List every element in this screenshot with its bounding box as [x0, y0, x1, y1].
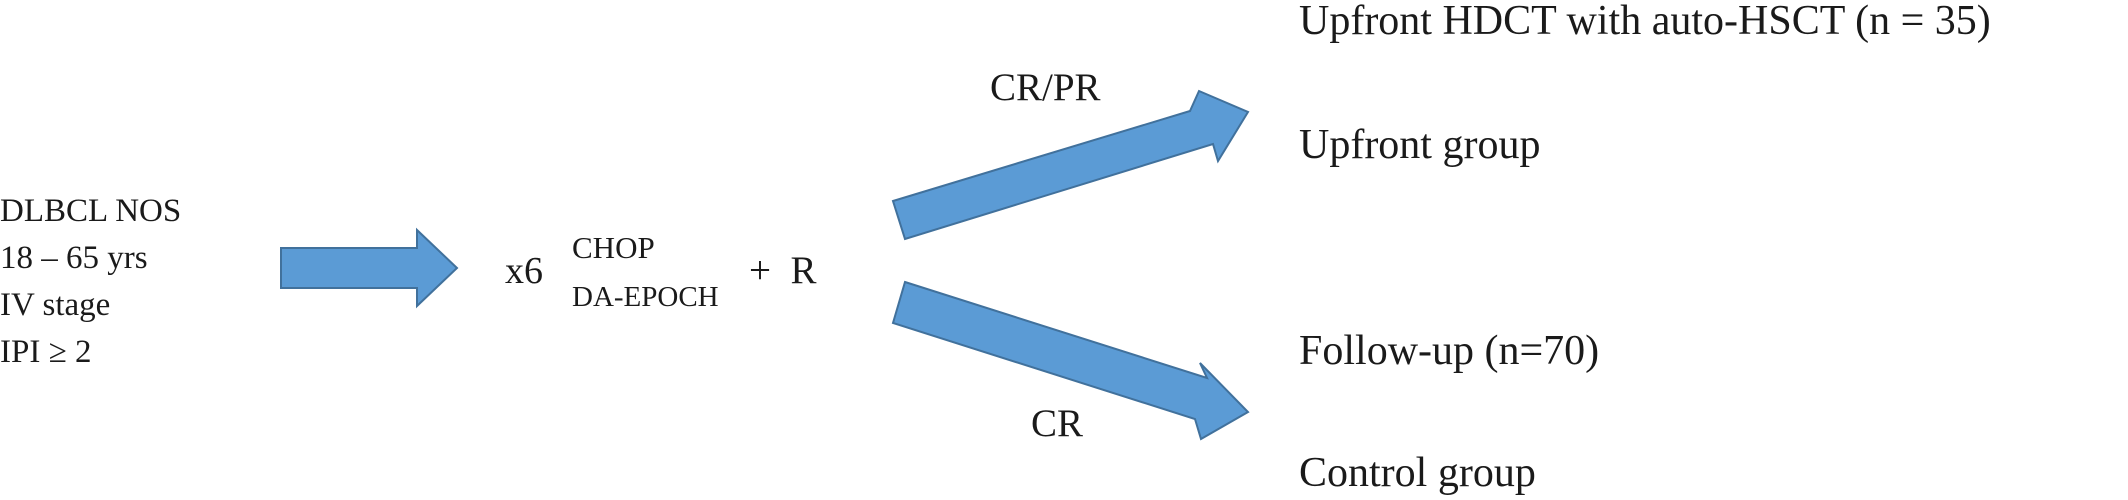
- regimen-option-da-epoch: DA-EPOCH: [572, 281, 719, 313]
- criteria-item: IPI ≥ 2: [0, 334, 92, 370]
- criteria-item: IV stage: [0, 287, 111, 323]
- arrow-to-upfront-group: [891, 89, 1250, 241]
- regimen-option-chop: CHOP: [572, 230, 655, 265]
- upfront-group-label: Upfront group: [1299, 122, 1541, 168]
- arrow-criteria-to-regimen: [280, 227, 459, 309]
- response-label-cr-pr: CR/PR: [990, 66, 1101, 109]
- inclusion-criteria: DLBCL NOS 18 – 65 yrs IV stage IPI ≥ 2: [0, 188, 181, 376]
- arrow-to-control-group: [891, 280, 1250, 441]
- response-label-cr: CR: [1031, 402, 1084, 445]
- regimen-rituximab: + R: [749, 249, 817, 292]
- control-group-label: Control group: [1299, 450, 1536, 496]
- follow-up-arm-label: Follow-up (n=70): [1299, 328, 1600, 374]
- upfront-arm-label: Upfront HDCT with auto-HSCT (n = 35): [1299, 0, 1991, 44]
- regimen-cycles: x6: [505, 250, 543, 292]
- criteria-item: 18 – 65 yrs: [0, 240, 148, 276]
- criteria-item: DLBCL NOS: [0, 193, 182, 229]
